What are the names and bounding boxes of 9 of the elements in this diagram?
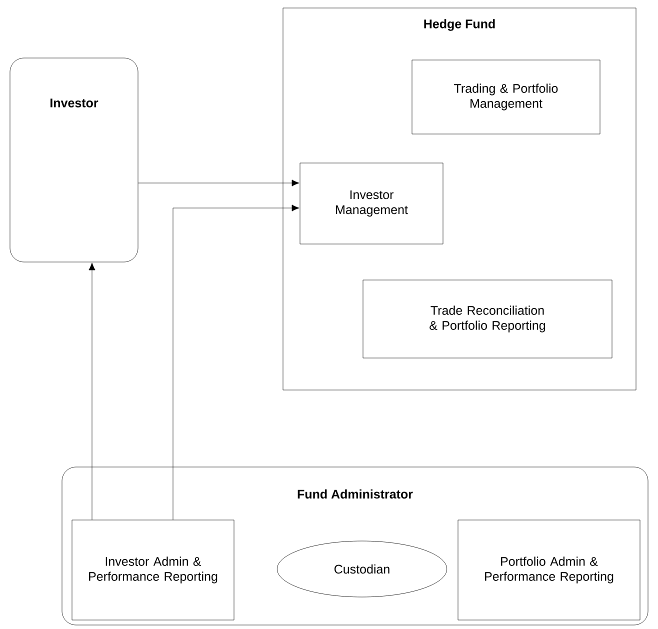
process-box: Trading & Portfolio Management (412, 60, 600, 134)
arrow (88, 262, 96, 520)
process-box: Investor Management (300, 162, 444, 244)
process-box: Investor Admin & Performance Reporting (72, 520, 234, 620)
process-box: Portfolio Admin & Performance Reporting (458, 520, 640, 620)
process-box: Trade Reconciliation & Portfolio Reporting (362, 280, 612, 358)
group-panel: Investor (10, 58, 138, 262)
arrow (172, 204, 300, 520)
arrow (138, 180, 300, 186)
